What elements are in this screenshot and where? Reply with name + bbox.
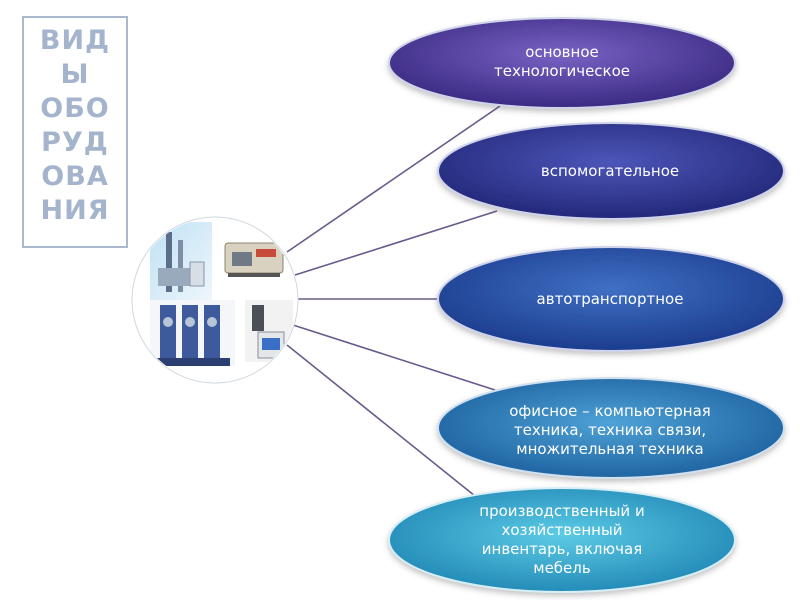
title-line: РУД xyxy=(41,127,109,158)
title-line: НИЯ xyxy=(40,195,110,226)
ellipse-office xyxy=(437,377,785,479)
label-line: вспомогательное xyxy=(540,161,680,180)
label-line: технологическое xyxy=(493,62,631,80)
category-ellipses xyxy=(388,17,785,593)
connector-line xyxy=(294,210,498,276)
title-text: ВИД Ы ОБО РУД ОВА НИЯ xyxy=(24,18,126,228)
label-line: производственный и xyxy=(479,502,645,520)
connector-line xyxy=(286,344,481,501)
equipment-photo xyxy=(131,216,299,384)
label-line: мебель xyxy=(533,559,591,577)
label-line: инвентарь, включая xyxy=(481,540,643,558)
label-main-technological: основное технологическое xyxy=(420,36,704,88)
title-line: ОБО xyxy=(40,93,110,124)
label-transport: автотранспортное xyxy=(470,280,750,318)
label-line: техника, техника связи, xyxy=(513,420,707,439)
ellipse-inventory xyxy=(388,487,736,593)
label-line: офисное – компьютерная xyxy=(509,401,711,420)
label-inventory: производственный и хозяйственный инвента… xyxy=(422,500,702,580)
label-line: множительная техника xyxy=(516,439,704,458)
connector-lines xyxy=(286,105,501,501)
title-box: ВИД Ы ОБО РУД ОВА НИЯ xyxy=(22,16,128,248)
connector-line xyxy=(292,324,496,391)
connector-line xyxy=(286,105,501,253)
label-auxiliary: вспомогательное xyxy=(470,152,750,190)
ellipse-transport xyxy=(437,246,785,352)
title-line: ОВА xyxy=(41,161,109,192)
ellipse-auxiliary xyxy=(437,122,785,220)
ellipse-main-technological xyxy=(388,17,736,109)
label-line: автотранспортное xyxy=(536,289,684,308)
title-line: Ы xyxy=(60,59,90,90)
title-line: ВИД xyxy=(39,25,111,56)
label-line: основное xyxy=(525,43,599,61)
label-line: хозяйственный xyxy=(501,521,623,539)
label-office: офисное – компьютерная техника, техника … xyxy=(470,400,750,460)
